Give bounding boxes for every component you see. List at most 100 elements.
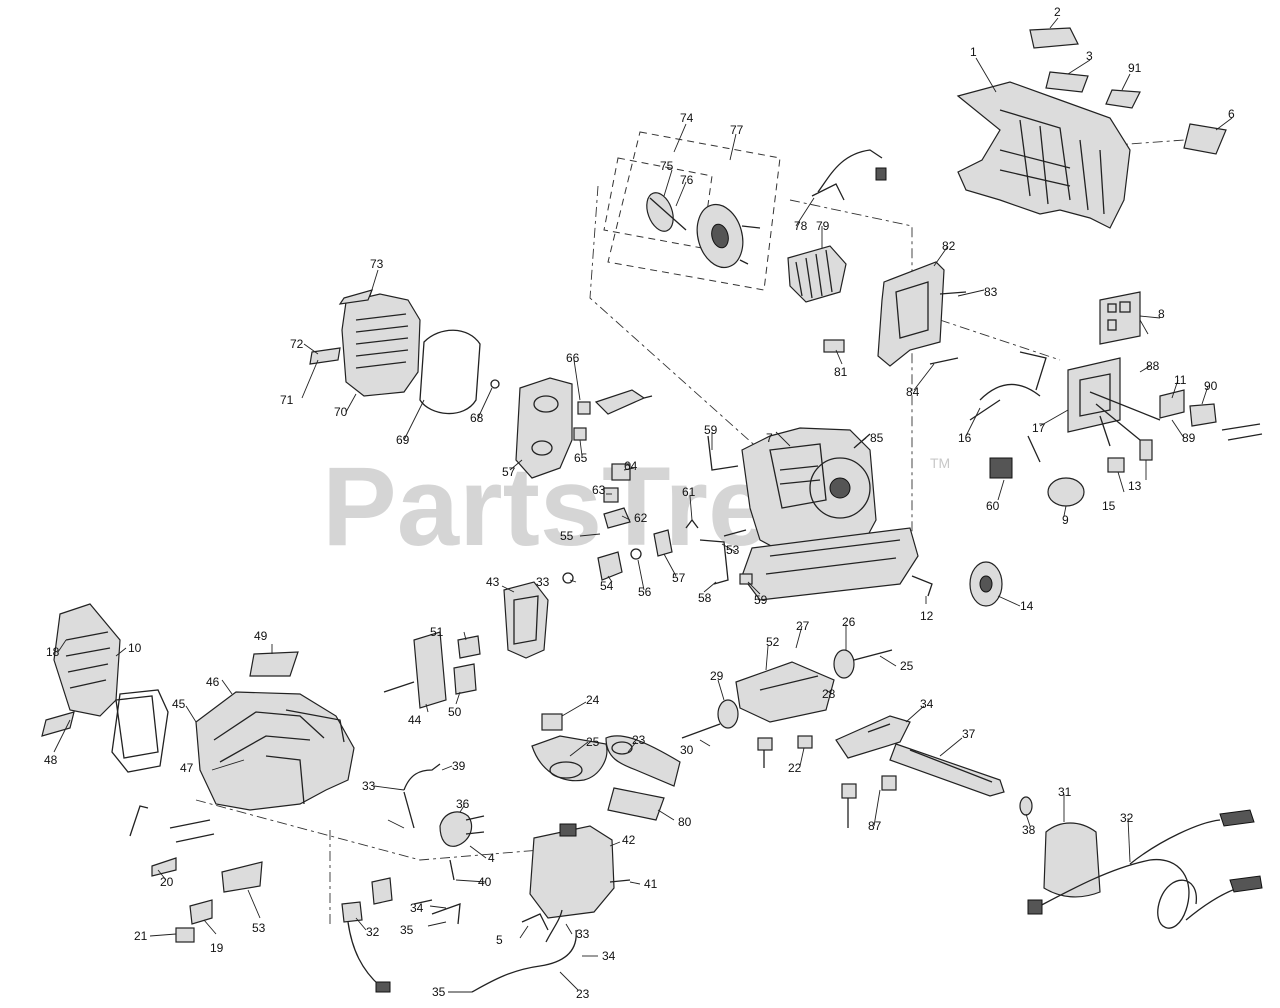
callout-label: 70: [334, 405, 348, 419]
base-plate-parts: [383, 631, 481, 709]
callout-label: 82: [942, 239, 956, 253]
callout-label: 45: [172, 697, 186, 711]
callout-label: 57: [502, 465, 516, 479]
callout-label: 9: [1062, 513, 1069, 527]
handle: [835, 715, 1033, 828]
callout-label: 61: [682, 485, 696, 499]
part-3-label: [1045, 71, 1089, 93]
part-2-decal: [1029, 27, 1079, 49]
callout-label: 36: [456, 797, 470, 811]
callout-label: 35: [400, 923, 414, 937]
callout-label: 40: [478, 875, 492, 889]
callout-label: 64: [624, 459, 638, 473]
callout-label: 74: [680, 111, 694, 125]
callout-label: 6: [1228, 107, 1235, 121]
callout-label: 89: [1182, 431, 1196, 445]
part-8-plate: [1099, 291, 1141, 345]
callout-label: 2: [1054, 5, 1061, 19]
callout-label: 28: [822, 687, 836, 701]
engine: [741, 427, 919, 601]
assembly-line-8: [939, 319, 1061, 361]
throttle-linkage: [562, 435, 933, 597]
assembly-line-frame: [195, 799, 541, 861]
callout-label: 68: [470, 411, 484, 425]
recoil-starter: [646, 149, 887, 303]
assembly-line-left: [589, 185, 781, 469]
callout-label: 43: [486, 575, 500, 589]
control-panel: [823, 261, 967, 367]
callout-label: 24: [586, 693, 600, 707]
callout-label: 59: [754, 593, 768, 607]
callout-label: 54: [600, 579, 614, 593]
callout-label: 37: [962, 727, 976, 741]
callout-label: 10: [128, 641, 142, 655]
frame: [681, 649, 893, 768]
assembly-box-77: [607, 131, 781, 291]
leader-lines: [53, 17, 1233, 993]
callout-label: 49: [254, 629, 268, 643]
callout-label: 57: [672, 571, 686, 585]
callout-label: 23: [576, 987, 590, 1001]
callout-label: 84: [906, 385, 920, 399]
callout-label: 73: [370, 257, 384, 271]
callout-label: 17: [1032, 421, 1046, 435]
callout-label: 77: [730, 123, 744, 137]
callout-label: 13: [1128, 479, 1142, 493]
callout-label: 25: [586, 735, 600, 749]
callout-label: 88: [1146, 359, 1160, 373]
callout-label: 90: [1204, 379, 1218, 393]
callout-label: 71: [280, 393, 294, 407]
fuel-system: [403, 763, 577, 993]
callout-label: 56: [638, 585, 652, 599]
callout-label: 79: [816, 219, 830, 233]
callout-label: 31: [1058, 785, 1072, 799]
callout-label: 55: [560, 529, 574, 543]
callout-label: 87: [868, 819, 882, 833]
callout-label: 39: [452, 759, 466, 773]
callout-label: 12: [920, 609, 934, 623]
callout-label: 42: [622, 833, 636, 847]
callout-label: 58: [698, 591, 712, 605]
flywheel: [969, 561, 1003, 607]
callout-label: 23: [632, 733, 646, 747]
callout-label: 21: [134, 929, 148, 943]
callout-label: 25: [900, 659, 914, 673]
callout-label: 60: [986, 499, 1000, 513]
callout-label: 80: [678, 815, 692, 829]
air-filter: [309, 289, 500, 415]
callout-label: 69: [396, 433, 410, 447]
callout-label: 50: [448, 705, 462, 719]
callout-label: 51: [430, 625, 444, 639]
callout-label: 78: [794, 219, 808, 233]
callout-label: 14: [1020, 599, 1034, 613]
fuel-tank: [521, 713, 681, 931]
callout-label: 27: [796, 619, 810, 633]
lower-panel: [129, 805, 393, 993]
callout-label: 3: [1086, 49, 1093, 63]
callout-label: 47: [180, 761, 194, 775]
callout-label: 91: [1128, 61, 1142, 75]
callout-label: 32: [1120, 811, 1134, 825]
callout-label: 75: [660, 159, 674, 173]
callout-label: 11: [1174, 373, 1187, 387]
part-91-label: [1105, 89, 1141, 109]
callout-label: 26: [842, 615, 856, 629]
callout-label: 62: [634, 511, 648, 525]
callout-label: 29: [710, 669, 724, 683]
front-shroud: [41, 603, 355, 811]
callout-label: 8: [1158, 307, 1165, 321]
part-6-label: [1183, 123, 1227, 155]
callout-label: 53: [726, 543, 740, 557]
callout-label: 22: [788, 761, 802, 775]
callout-label: 33: [536, 575, 550, 589]
housing-shroud: [956, 27, 1227, 229]
callout-label: 72: [290, 337, 304, 351]
callout-label: 15: [1102, 499, 1116, 513]
callout-label: 81: [834, 365, 848, 379]
callout-label: 44: [408, 713, 422, 727]
callout-label: 4: [488, 851, 495, 865]
callout-label: 76: [680, 173, 694, 187]
callout-label: 35: [432, 985, 446, 999]
